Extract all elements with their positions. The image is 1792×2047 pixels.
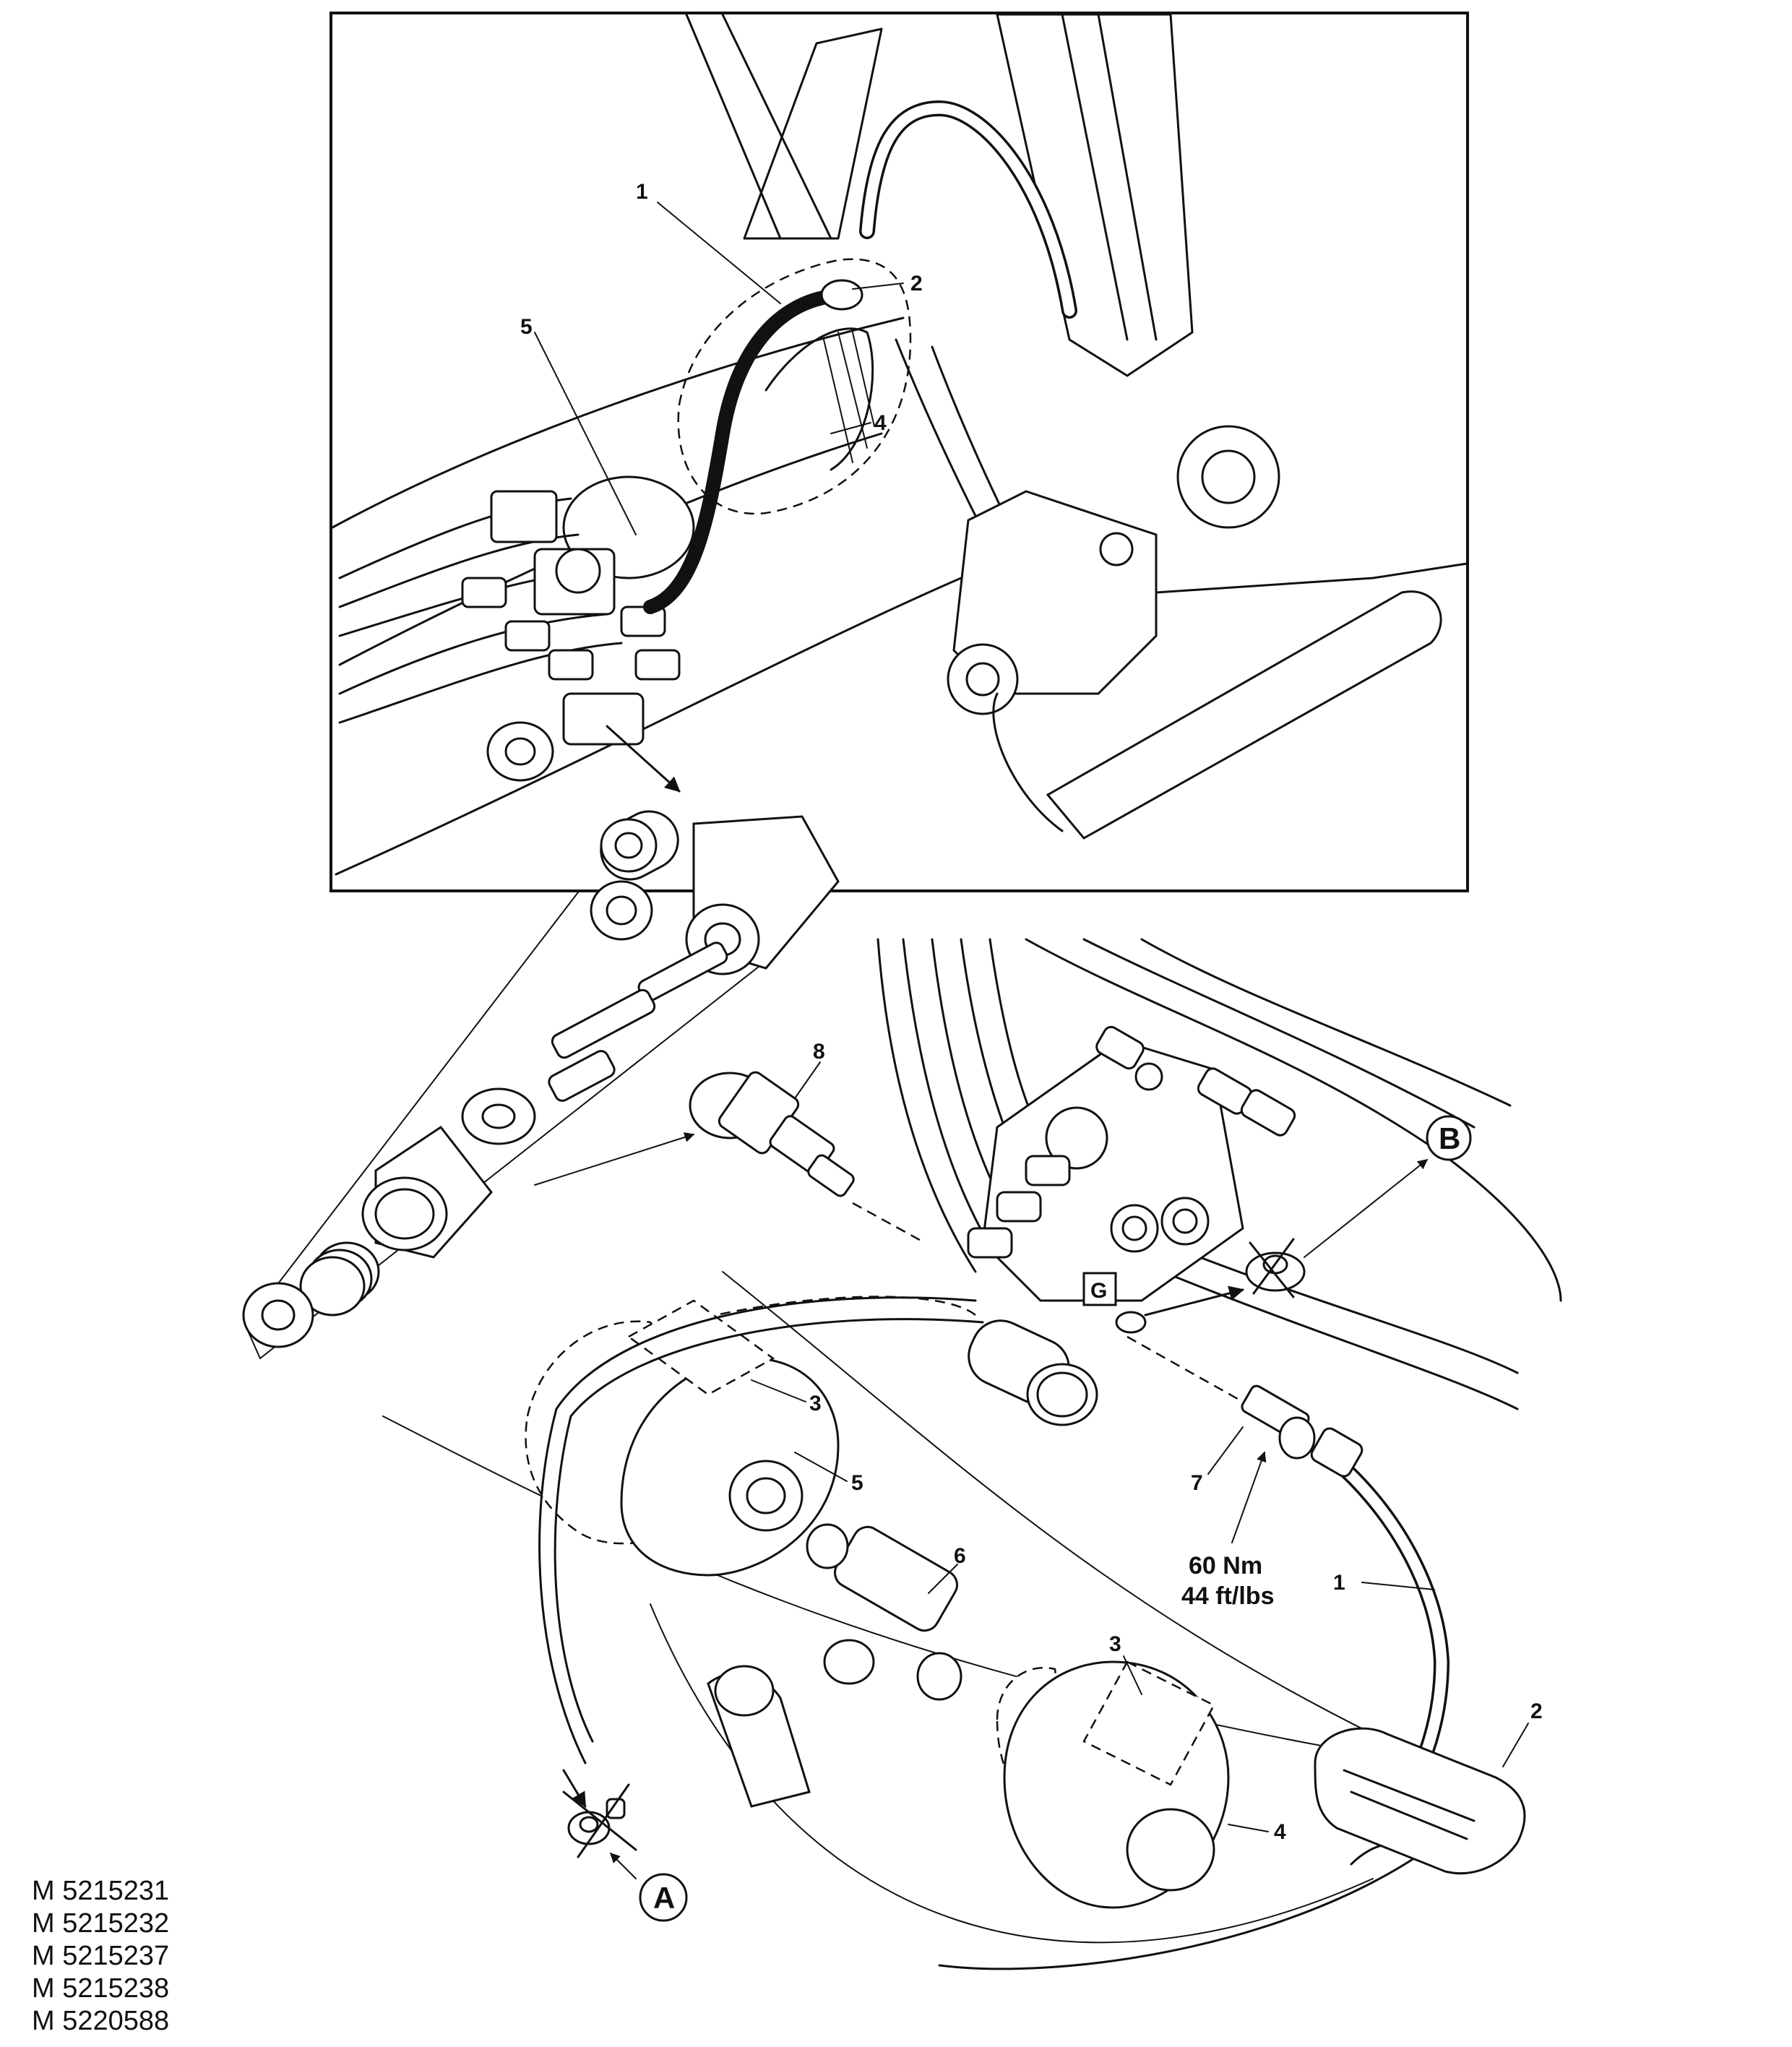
callout-8: 8 (813, 1040, 825, 1064)
callout-7: 7 (1191, 1471, 1203, 1495)
torque-metric: 60 Nm (1189, 1552, 1262, 1580)
reference-number: M 5215237 (32, 1941, 170, 1971)
grommet-2 (1314, 1727, 1526, 1875)
coupling-exploded (242, 810, 840, 1359)
callout-top-4: 4 (874, 411, 887, 435)
valve-block-inset (461, 490, 681, 782)
callout-6: 6 (954, 1544, 966, 1568)
bucket-edge (1046, 590, 1442, 840)
callout-top-1: 1 (636, 180, 648, 204)
detail-b-label: B (1439, 1121, 1460, 1155)
callout-3b: 3 (1109, 1632, 1121, 1656)
torque-imperial: 44 ft/lbs (1181, 1582, 1274, 1610)
callout-top-2: 2 (910, 272, 923, 296)
zoom-arrow (606, 725, 681, 793)
port-g-box (1082, 1272, 1117, 1306)
reference-number: M 5215232 (32, 1908, 170, 1939)
accumulator-group: A 3 5 6 7 1 3 2 4 60 Nm 44 ft/lbs (382, 1271, 1543, 1970)
inset-hose-highlight (643, 289, 838, 614)
inset-frame (329, 12, 1469, 892)
valve-block-main: G B (876, 938, 1562, 1426)
detail-a-label: A (653, 1881, 675, 1915)
plug-part-8: 8 (689, 1040, 926, 1244)
callout-3a: 3 (809, 1392, 822, 1415)
boom-arm (331, 316, 962, 876)
detail-a-circle (639, 1873, 688, 1922)
inset-view: 1 2 4 5 (329, 12, 1469, 892)
reference-number: M 5215231 (32, 1876, 170, 1906)
reference-number: M 5220588 (32, 2006, 170, 2036)
callout-2: 2 (1530, 1699, 1543, 1723)
callout-top-5: 5 (520, 315, 533, 339)
callout-1: 1 (1333, 1571, 1345, 1595)
callout-4: 4 (1274, 1820, 1286, 1844)
port-g-label: G (1090, 1279, 1107, 1303)
detail-b-circle (1426, 1115, 1472, 1161)
callout-5: 5 (851, 1471, 863, 1495)
reference-number-list: M 5215231 M 5215232 M 5215237 M 5215238 … (32, 1875, 169, 2038)
boom-top (743, 27, 883, 240)
reference-number: M 5215238 (32, 1973, 170, 2004)
